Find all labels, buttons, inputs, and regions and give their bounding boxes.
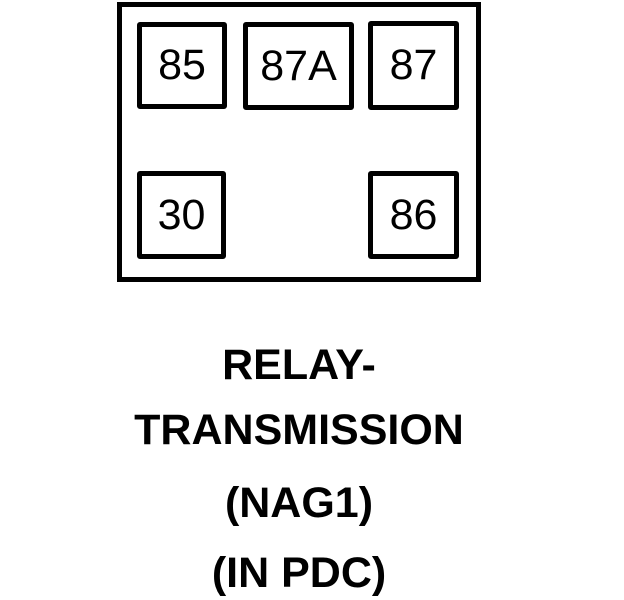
- relay-pin-86: 86: [368, 171, 459, 259]
- caption-line-nag1: (NAG1): [224, 479, 374, 527]
- relay-pin-30: 30: [137, 171, 226, 259]
- relay-pin-87: 87: [368, 21, 459, 110]
- caption-line-transmission: TRANSMISSION: [134, 406, 464, 454]
- caption-line-in-pdc: (IN PDC): [211, 549, 387, 597]
- relay-pin-87a: 87A: [243, 22, 354, 110]
- relay-pin-85: 85: [137, 22, 227, 109]
- relay-outline-box: 85 87A 87 30 86: [117, 2, 481, 282]
- caption-line-relay: RELAY-: [222, 341, 376, 389]
